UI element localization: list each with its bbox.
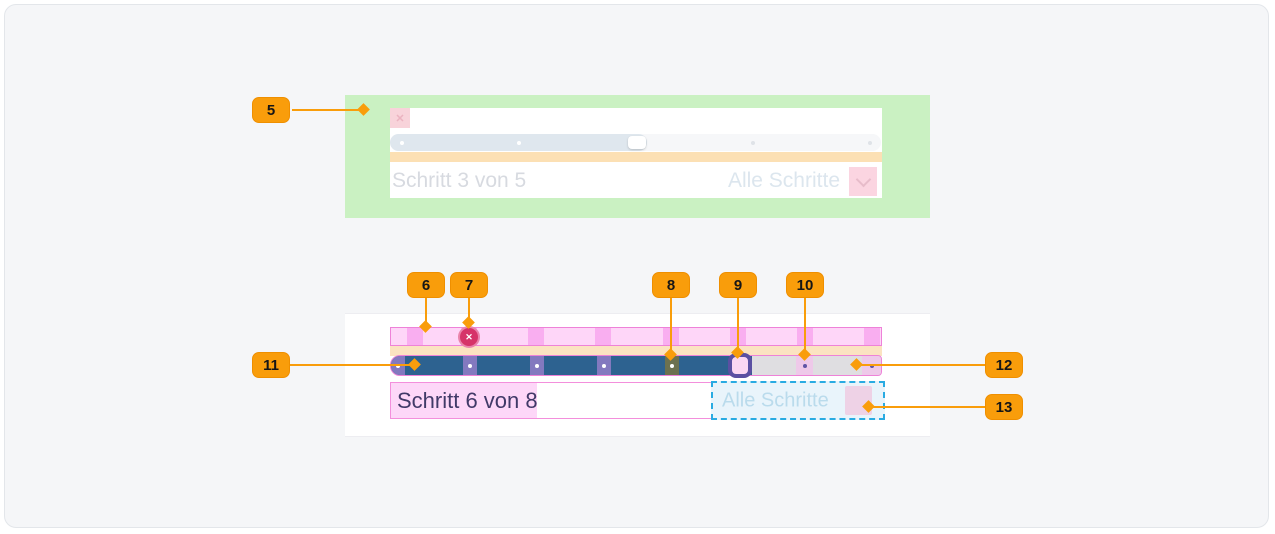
progress-fill	[391, 356, 752, 375]
segment-tick	[407, 328, 423, 345]
annotated-spec-panel: ✕ Schritt 6 von 8 Alle Schritte	[345, 313, 930, 437]
step-marker-active	[665, 356, 679, 375]
step-marker-done	[597, 356, 611, 375]
step-label-highlight	[391, 383, 537, 418]
all-steps-dropdown[interactable]: Alle Schritte	[711, 381, 885, 420]
annotation-line-13	[871, 406, 985, 408]
progress-text-row: Schritt 6 von 8 Alle Schritte	[390, 381, 885, 420]
annotation-line-6	[425, 298, 427, 326]
progress-handle[interactable]	[628, 136, 646, 149]
annotation-badge-11: 11	[252, 352, 290, 378]
annotation-line-8	[670, 298, 672, 354]
step-dot	[868, 140, 872, 145]
progress-slider[interactable]	[390, 353, 882, 378]
close-step-button[interactable]: ✕	[458, 326, 480, 348]
page-surface	[4, 4, 1269, 528]
chevron-down-icon	[855, 171, 871, 187]
annotation-badge-9: 9	[719, 272, 757, 298]
upcoming-step-dot	[803, 363, 807, 368]
progress-component-preview: ✕ Schritt 3 von 5 Alle Schritte	[390, 108, 882, 198]
step-label: Schritt 6 von 8	[397, 387, 538, 413]
close-button[interactable]: ✕	[390, 108, 410, 128]
divider-band	[390, 346, 882, 356]
component-highlight-region: ✕ Schritt 3 von 5 Alle Schritte	[345, 95, 930, 218]
annotation-badge-12: 12	[985, 352, 1023, 378]
segments-overlay-bar	[390, 327, 882, 346]
annotation-badge-5: 5	[252, 97, 290, 123]
step-dot	[751, 140, 755, 145]
annotation-line-5	[292, 109, 362, 111]
all-steps-label[interactable]: Alle Schritte	[727, 169, 840, 192]
step-dot	[400, 140, 404, 145]
step-dot	[517, 140, 521, 145]
all-steps-group: Alle Schritte	[727, 166, 882, 196]
segment-tick	[528, 328, 544, 345]
annotation-badge-6: 6	[407, 272, 445, 298]
segment-tick	[595, 328, 611, 345]
annotation-badge-10: 10	[786, 272, 824, 298]
annotation-badge-7: 7	[450, 272, 488, 298]
annotation-badge-8: 8	[652, 272, 690, 298]
all-steps-dropdown-button[interactable]	[849, 166, 877, 196]
step-marker-done	[463, 356, 477, 375]
step-label: Schritt 3 von 5	[392, 169, 527, 192]
all-steps-label: Alle Schritte	[722, 389, 829, 411]
step-marker-done	[530, 356, 544, 375]
divider-band	[390, 152, 882, 162]
close-icon: ✕	[465, 331, 473, 342]
progress-text-row: Schritt 3 von 5 Alle Schritte	[390, 164, 882, 198]
annotation-line-11	[290, 364, 414, 366]
segment-tick	[864, 328, 880, 345]
annotation-line-12	[858, 364, 985, 366]
progress-handle[interactable]	[728, 353, 752, 378]
annotation-line-7	[468, 298, 470, 322]
annotation-line-10	[804, 298, 806, 354]
annotation-line-9	[737, 298, 739, 352]
close-icon: ✕	[395, 112, 405, 125]
progress-slider[interactable]	[390, 134, 881, 151]
annotation-badge-13: 13	[985, 394, 1023, 420]
